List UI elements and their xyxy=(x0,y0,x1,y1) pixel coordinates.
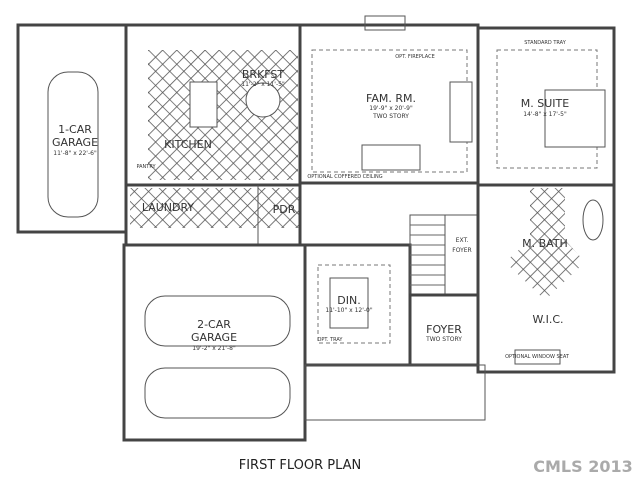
msuite-tray-label: STANDARD TRAY xyxy=(524,40,566,46)
brkfst-dims: 11'-2" x 11'-5" xyxy=(241,81,285,88)
din-label: DIN. xyxy=(337,294,360,307)
kitchen-island xyxy=(189,81,218,128)
car-1car-garage xyxy=(47,71,99,218)
mbath-floor xyxy=(505,188,585,300)
window-seat-label: OPTIONAL WINDOW SEAT xyxy=(505,354,570,360)
car-2car-garage-bottom xyxy=(144,367,291,419)
famrm-ceiling-label: OPTIONAL COFFERED CEILING xyxy=(307,174,382,180)
garage2-label: 2-CAR xyxy=(197,318,231,331)
famrm-dims: 19'-9" x 20'-9" xyxy=(369,105,413,112)
msuite-tray xyxy=(496,49,598,169)
dining-table xyxy=(329,277,369,329)
tub xyxy=(582,199,604,241)
extfoyer-label-2: FOYER xyxy=(452,247,471,254)
kitchen-floor xyxy=(148,50,298,180)
fireplace xyxy=(364,15,406,31)
stairs xyxy=(410,224,445,286)
loveseat xyxy=(449,81,473,143)
porch xyxy=(304,364,486,421)
din-tray-label: OPT. TRAY xyxy=(317,337,343,343)
brkfst-label: BRKFST xyxy=(242,68,285,81)
fireplace-label: OPT. FIREPLACE xyxy=(395,54,434,60)
din-tray xyxy=(317,264,391,344)
kitchen-label: KITCHEN xyxy=(164,138,212,151)
breakfast-table xyxy=(245,82,281,118)
extfoyer-walls xyxy=(444,214,479,296)
watermark: CMLS 2013 xyxy=(533,457,632,476)
garage1-dims: 11'-8" x 22'-6" xyxy=(53,150,97,157)
din-dims: 11'-10" x 12'-0" xyxy=(325,307,372,314)
bed xyxy=(544,89,606,148)
famrm-ceiling xyxy=(311,49,468,173)
msuite-dims: 14'-8" x 17'-5" xyxy=(523,111,567,118)
famrm-note: TWO STORY xyxy=(372,113,409,120)
garage1-label: 1-CAR xyxy=(58,123,92,136)
laundry-label: LAUNDRY xyxy=(142,201,195,214)
famrm-label: FAM. RM. xyxy=(366,92,416,105)
laundry-floor xyxy=(130,188,300,228)
window-seat xyxy=(514,349,561,365)
msuite-label: M. SUITE xyxy=(521,97,569,110)
garage2-dims: 19'-2" x 21'-8" xyxy=(192,345,236,352)
car-2car-garage-top xyxy=(144,295,291,347)
mbath-wic-walls xyxy=(476,183,616,374)
garage1-label-2: GARAGE xyxy=(52,136,98,149)
garage2-label-2: GARAGE xyxy=(191,331,237,344)
wic-label: W.I.C. xyxy=(532,313,563,326)
plan-title: FIRST FLOOR PLAN xyxy=(239,458,362,473)
mbath-label: M. BATH xyxy=(522,237,568,250)
foyer-note: TWO STORY xyxy=(425,336,462,343)
pantry-label: PANTRY xyxy=(136,164,156,170)
sofa xyxy=(361,144,421,171)
pdr-label: PDR xyxy=(273,203,296,216)
extfoyer-label: EXT. xyxy=(456,237,469,244)
foyer-label: FOYER xyxy=(426,323,462,336)
